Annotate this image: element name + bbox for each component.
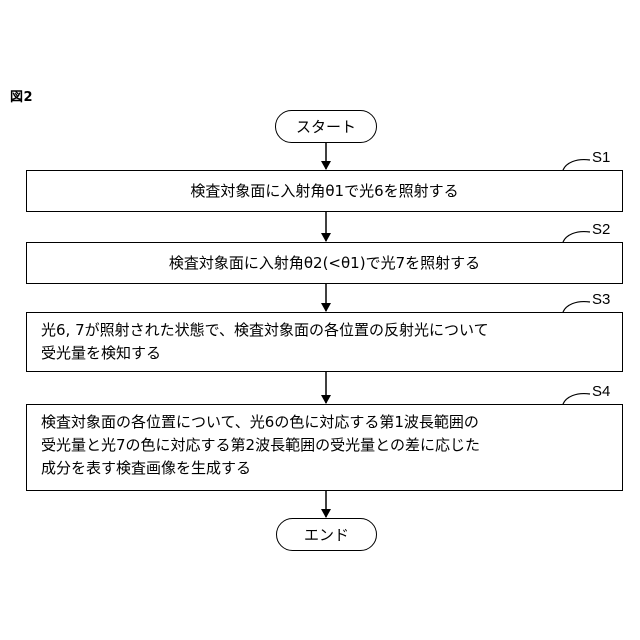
step-text-s2: 検査対象面に入射角θ2(<θ1)で光7を照射する [169,252,480,275]
leader-s3 [563,302,590,312]
end-terminal-label: エンド [304,524,349,545]
step-text-s4: 検査対象面の各位置について、光6の色に対応する第1波長範囲の 受光量と光7の色に… [41,411,622,480]
step-label-s1: S1 [592,149,610,166]
step-text-s3: 光6, 7が照射された状態で、検査対象面の各位置の反射光について 受光量を検知す… [41,319,622,365]
step-label-s2: S2 [592,221,610,238]
figure-label: 図2 [10,86,33,105]
end-terminal: エンド [276,518,377,551]
step-label-s3: S3 [592,291,610,308]
leader-s1 [563,160,590,170]
step-label-s4: S4 [592,383,610,400]
step-box-s2: 検査対象面に入射角θ2(<θ1)で光7を照射する [26,242,623,284]
leader-s4 [563,394,590,404]
leader-s2 [563,232,590,242]
start-terminal: スタート [275,110,377,143]
step-box-s4: 検査対象面の各位置について、光6の色に対応する第1波長範囲の 受光量と光7の色に… [26,404,623,491]
step-text-s1: 検査対象面に入射角θ1で光6を照射する [190,180,458,203]
start-terminal-label: スタート [296,116,356,137]
step-box-s3: 光6, 7が照射された状態で、検査対象面の各位置の反射光について 受光量を検知す… [26,312,623,372]
step-box-s1: 検査対象面に入射角θ1で光6を照射する [26,170,623,212]
